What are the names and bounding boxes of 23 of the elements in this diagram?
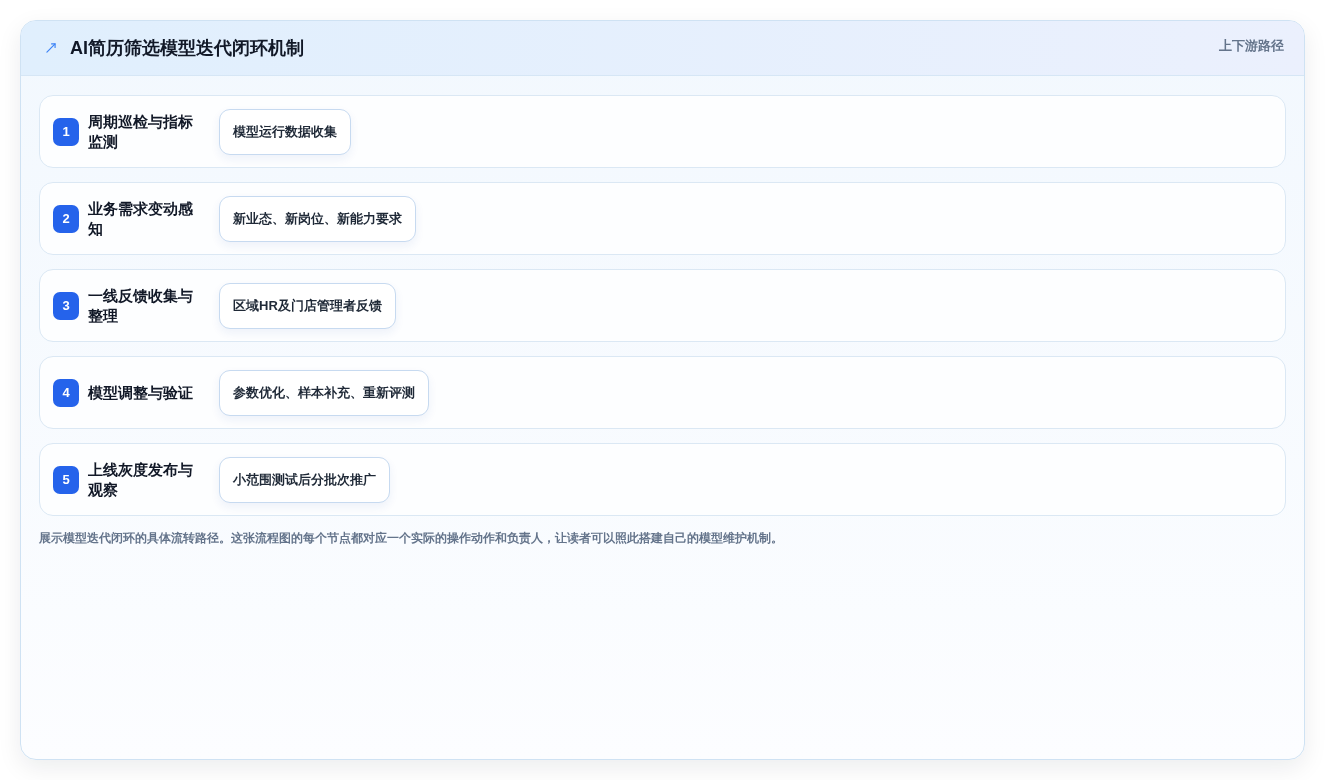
step-number-badge: 3 bbox=[53, 291, 79, 320]
detail-box: 区域HR及门店管理者反馈 bbox=[219, 282, 396, 329]
step-title: 上线灰度发布与观察 bbox=[88, 459, 194, 500]
step-title: 周期巡检与指标监测 bbox=[88, 111, 194, 152]
step-row bbox=[39, 95, 1286, 168]
step-number-badge: 4 bbox=[53, 378, 79, 407]
step-number-badge: 1 bbox=[53, 117, 79, 146]
detail-box: 新业态、新岗位、新能力要求 bbox=[219, 195, 416, 242]
header-note: 上下游路径 bbox=[1219, 37, 1284, 55]
step-row bbox=[39, 182, 1286, 255]
step-row bbox=[39, 443, 1286, 516]
step-title: 一线反馈收集与整理 bbox=[88, 285, 194, 326]
step-row bbox=[39, 269, 1286, 342]
detail-box: 模型运行数据收集 bbox=[219, 108, 351, 155]
detail-box: 参数优化、样本补充、重新评测 bbox=[219, 369, 429, 416]
title: AI简历筛选模型迭代闭环机制 bbox=[70, 36, 304, 60]
detail-box: 小范围测试后分批次推广 bbox=[219, 456, 390, 503]
caption: 展示模型迭代闭环的具体流转路径。这张流程图的每个节点都对应一个实际的操作动作和负责人，让读者可以照此搭建自己的模型维护机制。 bbox=[39, 530, 784, 547]
step-title: 模型调整与验证 bbox=[88, 382, 194, 403]
step-row bbox=[39, 356, 1286, 429]
step-number-badge: 2 bbox=[53, 204, 79, 233]
step-title: 业务需求变动感知 bbox=[88, 198, 194, 239]
step-number-badge: 5 bbox=[53, 465, 79, 494]
